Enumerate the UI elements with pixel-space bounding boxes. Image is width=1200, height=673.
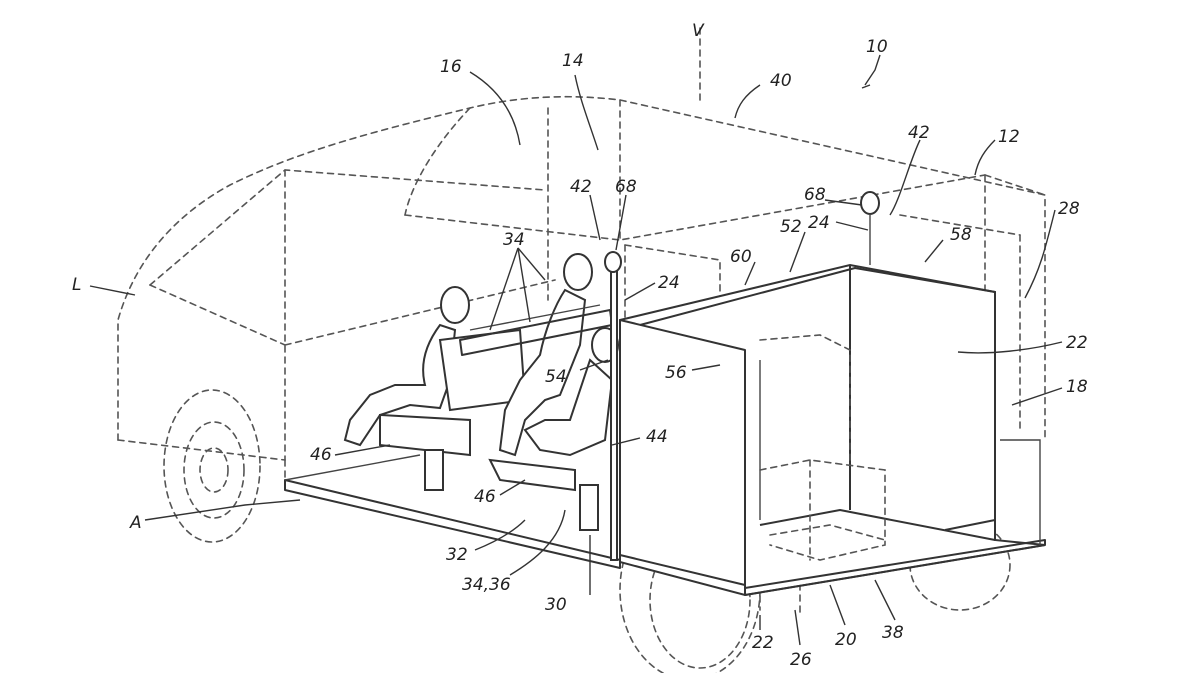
label-60: 60 [730,247,752,267]
label-18: 18 [1066,377,1088,397]
label-22: 22 [1066,333,1088,353]
label-46-rear: 46 [474,487,496,507]
label-58: 58 [950,225,972,245]
label-56: 56 [665,363,687,383]
label-54: 54 [545,367,567,387]
label-68-front: 68 [615,177,637,197]
label-46-front: 46 [310,445,332,465]
label-32: 32 [446,545,468,565]
label-38: 38 [882,623,904,643]
label-52: 52 [780,217,802,237]
cargo-inner-boxes [759,334,886,561]
reference-labels: 10 12 14 16 18 20 22 22 24 24 26 28 30 3… [72,21,1088,670]
label-20: 20 [835,630,857,650]
label-34-36: 34,36 [462,575,511,595]
lead-lines [89,54,1063,646]
rear-seat-occupant [488,253,619,531]
pillar-24 [604,251,622,561]
front-seat-occupant [343,286,527,491]
label-42-front: 42 [570,177,592,197]
label-40: 40 [770,71,792,91]
label-16: 16 [440,57,462,77]
label-axis-v: V [692,21,705,41]
cargo-enclosure [619,263,1046,597]
label-axis-a: A [129,513,142,533]
label-34: 34 [503,230,525,250]
label-28: 28 [1058,199,1080,219]
label-axis-l: L [72,275,81,295]
label-10: 10 [866,37,888,57]
label-24-front: 24 [658,273,680,293]
label-42-rear: 42 [908,123,930,143]
label-30: 30 [545,595,567,615]
label-68-rear: 68 [804,185,826,205]
label-24-rear: 24 [808,213,830,233]
label-14: 14 [562,51,584,71]
sensor-68-rear [860,191,880,265]
label-44: 44 [646,427,668,447]
front-wheel [163,389,261,543]
label-12: 12 [998,127,1020,147]
label-22-base: 22 [752,633,774,653]
label-26: 26 [790,650,812,670]
